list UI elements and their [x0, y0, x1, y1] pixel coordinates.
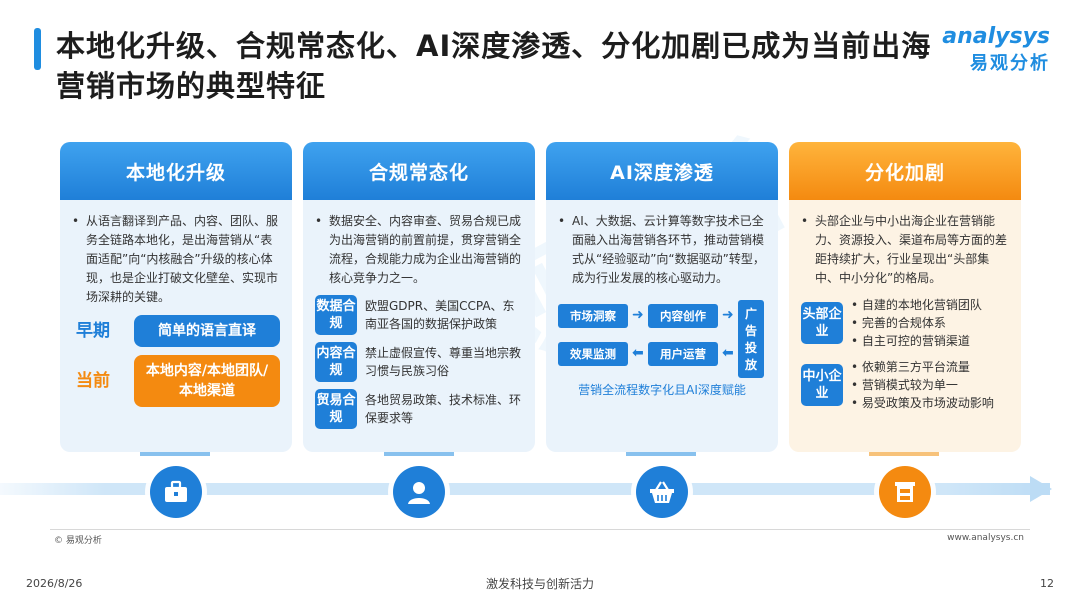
list-item: • 营销模式较为单一 [851, 378, 958, 392]
card-tab [626, 452, 696, 456]
card-tab [384, 452, 454, 456]
list-item: • 易受政策及市场波动影响 [851, 396, 994, 410]
group-leading-firms: 头部企业 • 自建的本地化营销团队 • 完善的合规体系 • 自主可控的营销渠道 [801, 296, 1009, 350]
flow-content-creation: 内容创作 [648, 304, 718, 328]
flow-ad-placement: 广告投放 [738, 300, 764, 378]
page-number: 12 [1040, 577, 1054, 590]
card-text: 数据安全、内容审查、贸易合规已成为出海营销的前置前提，贯穿营销全流程，合规能力成… [329, 214, 522, 285]
card-header: 本地化升级 [60, 142, 292, 200]
flow-effect-monitoring: 效果监测 [558, 342, 628, 366]
tag-data-compliance: 数据合规 [315, 295, 357, 335]
tag-text: 禁止虚假宣传、尊重当地宗教习惯与民族习俗 [365, 346, 522, 378]
card-polarization: 分化加剧 •头部企业与中小出海企业在营销能力、资源投入、渠道布局等方面的差距持续… [789, 142, 1021, 452]
timeline-axis [0, 483, 1050, 495]
card-compliance: 合规常态化 •数据安全、内容审查、贸易合规已成为出海营销的前置前提，贯穿营销全流… [303, 142, 535, 452]
card-header: 合规常态化 [303, 142, 535, 200]
tag-text: 欧盟GDPR、美国CCPA、东南亚各国的数据保护政策 [365, 299, 515, 331]
card-bullet: •从语言翻译到产品、内容、团队、服务全链路本地化，是出海营销从“表面适配”向“内… [72, 212, 280, 307]
flow-caption: 营销全流程数字化且AI深度赋能 [578, 383, 746, 397]
briefcase-icon [150, 466, 202, 518]
footer-date: 2026/8/26 [26, 577, 83, 590]
page-title: 本地化升级、合规常态化、AI深度渗透、分化加剧已成为当前出海营销市场的典型特征 [56, 29, 932, 103]
user-icon [393, 466, 445, 518]
tag-leading-firms: 头部企业 [801, 302, 843, 344]
footer-website: www.analysys.cn [947, 533, 1024, 543]
card-text: 头部企业与中小出海企业在营销能力、资源投入、渠道布局等方面的差距持续扩大，行业呈… [815, 214, 1008, 285]
list-item: • 自建的本地化营销团队 [851, 298, 982, 312]
compliance-row-content: 内容合规 禁止虚假宣传、尊重当地宗教习惯与民族习俗 [315, 342, 523, 382]
list-item: • 自主可控的营销渠道 [851, 334, 970, 348]
list-item: • 完善的合规体系 [851, 316, 946, 330]
footer-divider [50, 529, 1030, 530]
list-item: • 依赖第三方平台流量 [851, 360, 970, 374]
card-text: 从语言翻译到产品、内容、团队、服务全链路本地化，是出海营销从“表面适配”向“内核… [86, 214, 279, 304]
group-small-firms: 中小企业 • 依赖第三方平台流量 • 营销模式较为单一 • 易受政策及市场波动影… [801, 358, 1009, 412]
card-ai-penetration: AI深度渗透 •AI、大数据、云计算等数字技术已全面融入出海营销各环节，推动营销… [546, 142, 778, 452]
brand-logo: analysys 易观分析 [930, 24, 1050, 75]
card-tab [140, 452, 210, 456]
arrow-right-icon: ➜ [722, 307, 734, 323]
marketing-flow: 市场洞察 ➜ 内容创作 ➜ 广告投放 ⬅ 用户运营 ⬅ 效果监测 营销全流程数字… [558, 296, 766, 414]
stage-label: 早期 [76, 320, 110, 341]
tag-small-firms: 中小企业 [801, 364, 843, 406]
arrow-left-icon: ⬅ [632, 345, 644, 361]
card-header: 分化加剧 [789, 142, 1021, 200]
card-bullet: •头部企业与中小出海企业在营销能力、资源投入、渠道布局等方面的差距持续扩大，行业… [801, 212, 1009, 288]
title-accent-bar [34, 28, 41, 70]
card-bullet: •数据安全、内容审查、贸易合规已成为出海营销的前置前提，贯穿营销全流程，合规能力… [315, 212, 523, 288]
compliance-row-data: 数据合规 欧盟GDPR、美国CCPA、东南亚各国的数据保护政策 [315, 295, 523, 335]
tag-trade-compliance: 贸易合规 [315, 389, 357, 429]
flow-ad-placement-label: 广告投放 [744, 307, 757, 372]
card-header: AI深度渗透 [546, 142, 778, 200]
footer-copyright: © 易观分析 [54, 536, 102, 546]
flow-user-operation: 用户运营 [648, 342, 718, 366]
footer-slogan: 激发科技与创新活力 [485, 577, 594, 591]
compliance-row-trade: 贸易合规 各地贸易政策、技术标准、环保要求等 [315, 389, 523, 429]
card-text: AI、大数据、云计算等数字技术已全面融入出海营销各环节，推动营销模式从“经验驱动… [572, 214, 765, 285]
logo-cn: 易观分析 [970, 53, 1050, 74]
stage-box: 本地内容/本地团队/本地渠道 [134, 355, 280, 407]
card-localization: 本地化升级 •从语言翻译到产品、内容、团队、服务全链路本地化，是出海营销从“表面… [60, 142, 292, 452]
logo-en: analysys [942, 24, 1050, 49]
stage-early: 早期 简单的语言直译 [72, 315, 280, 347]
timeline-arrow-head [1030, 476, 1052, 502]
flow-market-insight: 市场洞察 [558, 304, 628, 328]
building-icon [879, 466, 931, 518]
tag-content-compliance: 内容合规 [315, 342, 357, 382]
stage-current: 当前 本地内容/本地团队/本地渠道 [72, 355, 280, 407]
arrow-left-icon: ⬅ [722, 345, 734, 361]
stage-box: 简单的语言直译 [134, 315, 280, 347]
stage-label: 当前 [76, 370, 110, 391]
basket-icon [636, 466, 688, 518]
tag-text: 各地贸易政策、技术标准、环保要求等 [365, 393, 522, 425]
card-tab [869, 452, 939, 456]
card-bullet: •AI、大数据、云计算等数字技术已全面融入出海营销各环节，推动营销模式从“经验驱… [558, 212, 766, 288]
arrow-right-icon: ➜ [632, 307, 644, 323]
